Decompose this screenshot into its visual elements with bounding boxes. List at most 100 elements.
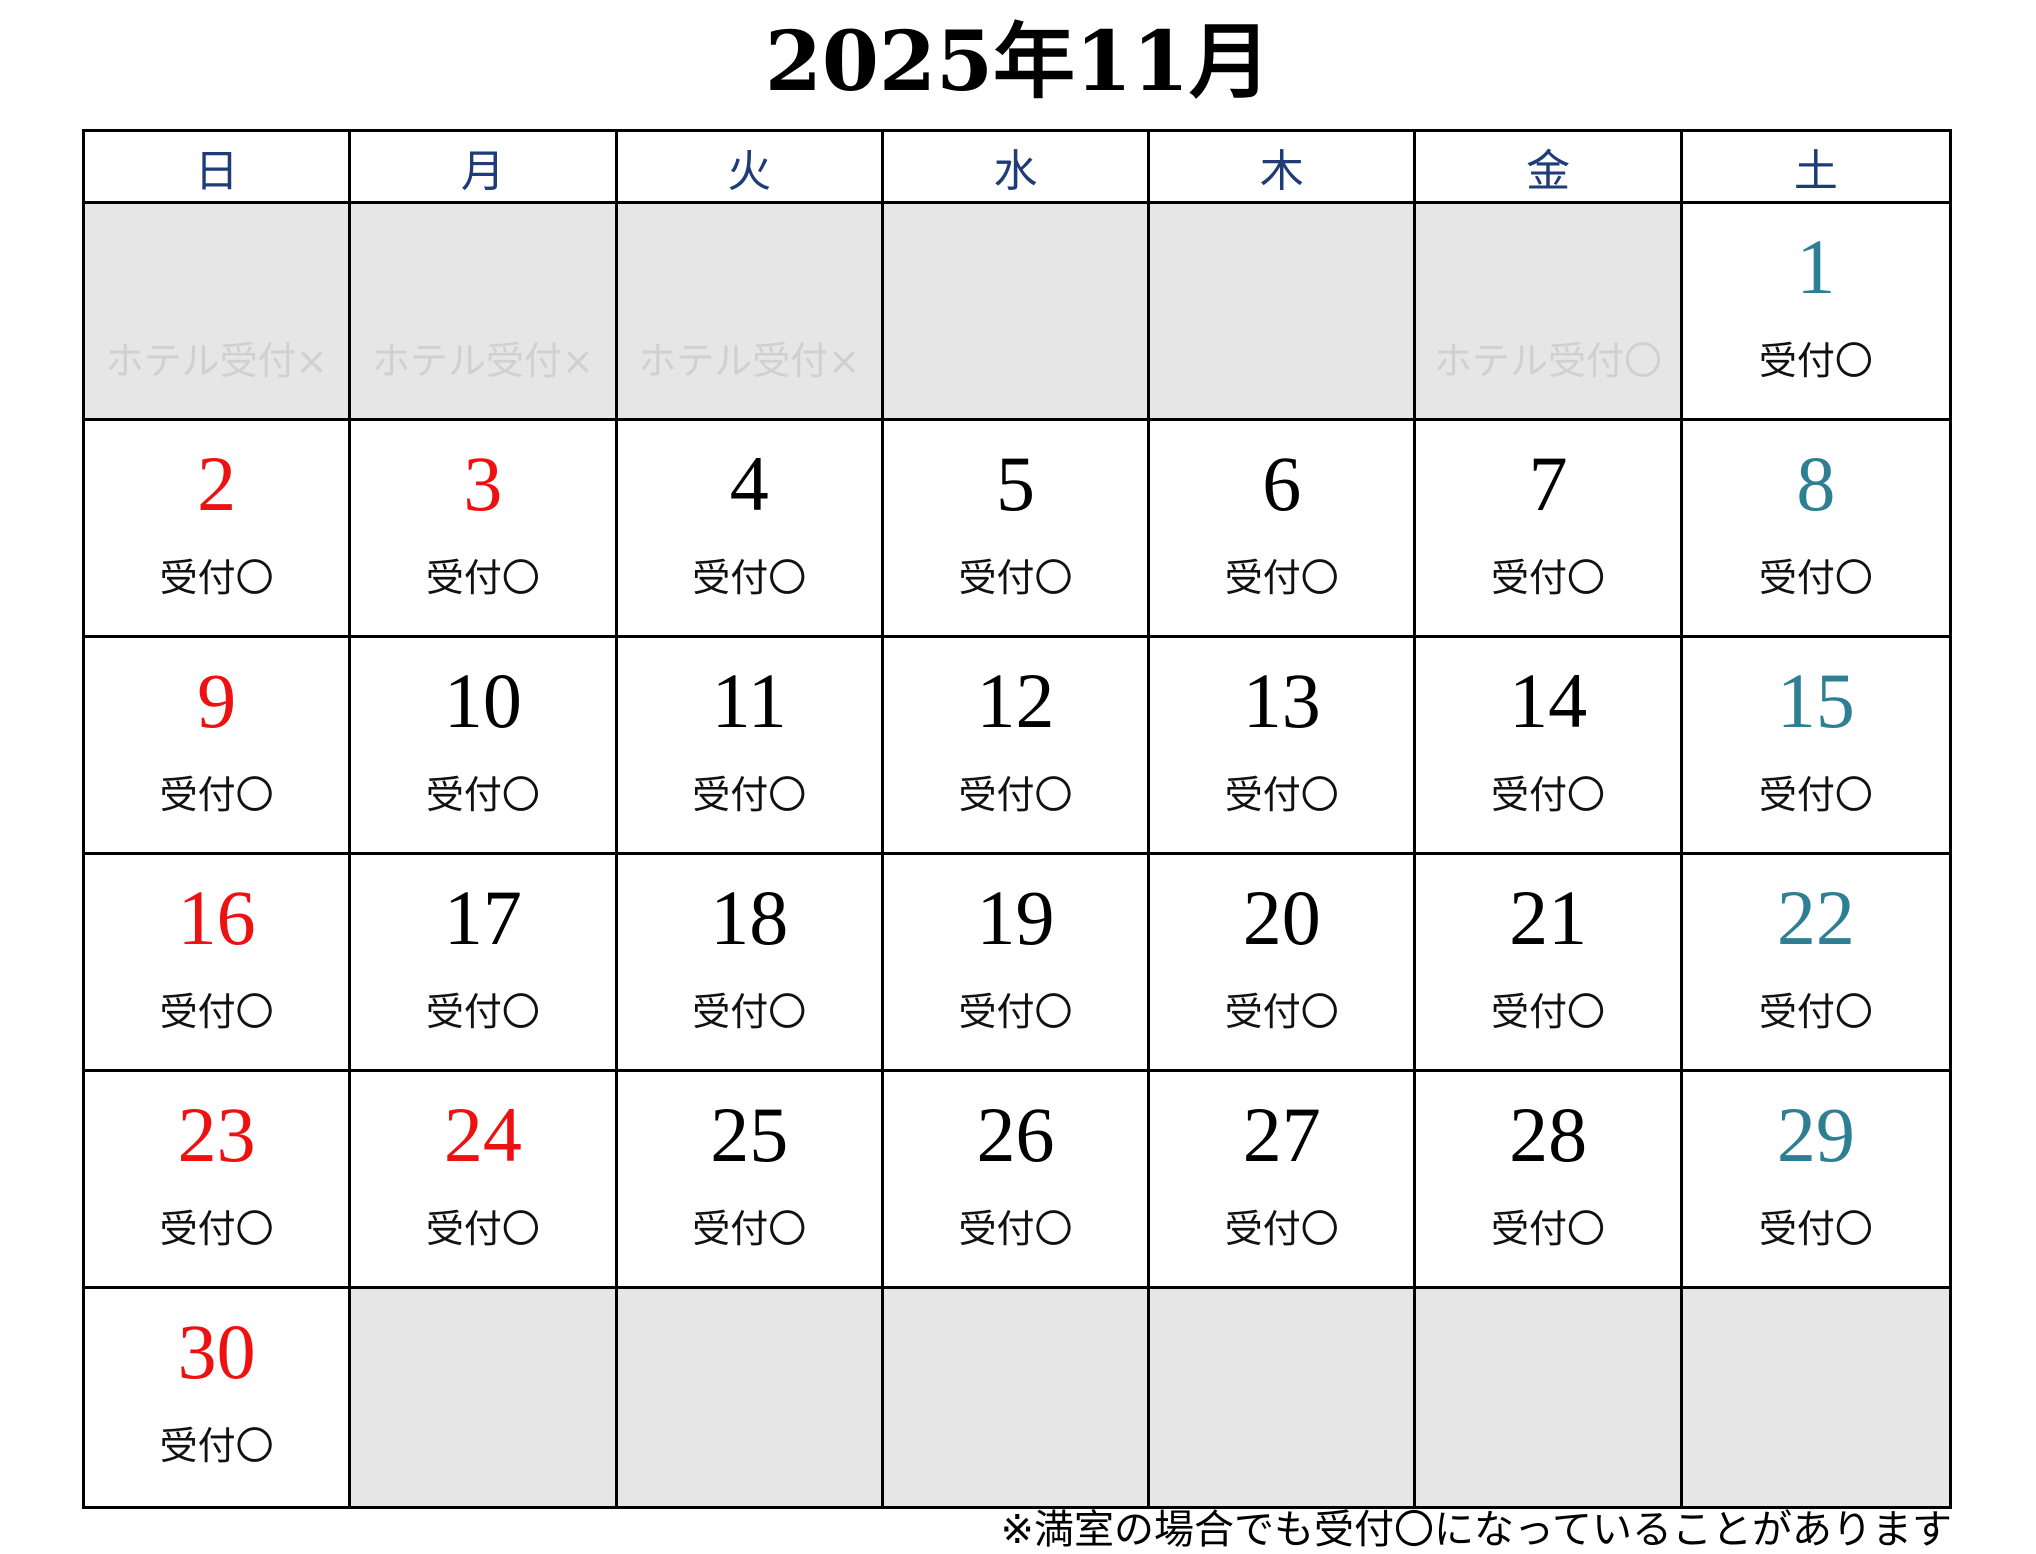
reception-status: 受付〇	[1224, 773, 1339, 817]
reception-status: 受付〇	[1758, 1207, 1873, 1251]
day-number: 14	[1509, 657, 1588, 744]
reception-status: 受付〇	[1224, 1207, 1339, 1251]
day-cell: 28 受付〇	[1416, 1072, 1683, 1289]
empty-day-cell	[1416, 1289, 1683, 1506]
day-cell: 5 受付〇	[883, 421, 1151, 638]
day-cell: 19 受付〇	[883, 855, 1151, 1072]
day-cell: 12 受付〇	[883, 638, 1151, 855]
day-cell: 10 受付〇	[351, 638, 618, 855]
reception-status: 受付〇	[159, 990, 274, 1034]
day-number: 7	[1528, 440, 1568, 527]
day-number: 8	[1796, 440, 1836, 527]
reception-status: 受付〇	[958, 773, 1073, 817]
reception-status: 受付〇	[692, 1207, 807, 1251]
weekday-header: 木	[1150, 132, 1417, 204]
day-cell: 1 受付〇	[1682, 204, 1949, 421]
reception-status: 受付〇	[958, 1207, 1073, 1251]
day-number: 13	[1242, 657, 1321, 744]
day-cell: 16 受付〇	[85, 855, 352, 1072]
day-number: 26	[976, 1091, 1055, 1178]
reception-status: 受付〇	[1224, 990, 1339, 1034]
day-cell: 6 受付〇	[1150, 421, 1417, 638]
hotel-reception-status: ホテル受付×	[638, 339, 861, 383]
weekday-header: 土	[1682, 132, 1949, 204]
reception-status: 受付〇	[1758, 339, 1873, 383]
empty-day-cell: ホテル受付×	[85, 204, 352, 421]
empty-day-cell	[617, 1289, 884, 1506]
reception-status: 受付〇	[159, 1207, 274, 1251]
reception-status: 受付〇	[1491, 773, 1606, 817]
reception-status: 受付〇	[1758, 773, 1873, 817]
day-cell: 14 受付〇	[1416, 638, 1683, 855]
day-cell: 29 受付〇	[1682, 1072, 1949, 1289]
reception-status: 受付〇	[692, 773, 807, 817]
day-cell: 22 受付〇	[1682, 855, 1949, 1072]
day-cell: 15 受付〇	[1682, 638, 1949, 855]
day-number: 29	[1776, 1091, 1855, 1178]
day-number: 16	[177, 874, 256, 961]
day-number: 18	[710, 874, 789, 961]
day-number: 19	[976, 874, 1055, 961]
day-number: 1	[1796, 223, 1836, 310]
day-number: 3	[463, 440, 503, 527]
reception-status: 受付〇	[1491, 990, 1606, 1034]
empty-day-cell	[1682, 1289, 1949, 1506]
weekday-header: 金	[1416, 132, 1683, 204]
empty-day-cell	[883, 204, 1151, 421]
reception-status: 受付〇	[1491, 1207, 1606, 1251]
reception-status: 受付〇	[1758, 990, 1873, 1034]
empty-day-cell	[351, 1289, 618, 1506]
day-number: 17	[443, 874, 522, 961]
weekday-header: 月	[351, 132, 618, 204]
empty-day-cell: ホテル受付×	[617, 204, 884, 421]
day-number: 5	[995, 440, 1035, 527]
day-number: 22	[1776, 874, 1855, 961]
weekday-header: 水	[883, 132, 1151, 204]
reception-status: 受付〇	[692, 556, 807, 600]
day-cell: 26 受付〇	[883, 1072, 1151, 1289]
reception-status: 受付〇	[958, 556, 1073, 600]
day-cell: 4 受付〇	[617, 421, 884, 638]
day-cell: 13 受付〇	[1150, 638, 1417, 855]
day-cell: 17 受付〇	[351, 855, 618, 1072]
day-number: 4	[729, 440, 769, 527]
empty-day-cell	[1150, 204, 1417, 421]
day-number: 27	[1242, 1091, 1321, 1178]
reception-status: 受付〇	[958, 990, 1073, 1034]
weekday-header: 火	[617, 132, 884, 204]
empty-day-cell	[1150, 1289, 1417, 1506]
calendar-title: 2025年11月	[764, 14, 1272, 110]
empty-day-cell: ホテル受付×	[351, 204, 618, 421]
day-number: 25	[710, 1091, 789, 1178]
reception-status: 受付〇	[1491, 556, 1606, 600]
reception-status: 受付〇	[692, 990, 807, 1034]
day-number: 24	[443, 1091, 522, 1178]
day-cell: 25 受付〇	[617, 1072, 884, 1289]
day-cell: 18 受付〇	[617, 855, 884, 1072]
day-cell: 27 受付〇	[1150, 1072, 1417, 1289]
day-number: 30	[177, 1308, 256, 1395]
day-number: 28	[1509, 1091, 1588, 1178]
day-number: 15	[1776, 657, 1855, 744]
day-number: 12	[976, 657, 1055, 744]
reception-status: 受付〇	[425, 556, 540, 600]
reception-status: 受付〇	[159, 556, 274, 600]
day-number: 6	[1262, 440, 1302, 527]
weekday-header: 日	[85, 132, 352, 204]
empty-day-cell	[883, 1289, 1151, 1506]
day-cell: 30 受付〇	[85, 1289, 352, 1506]
reception-status: 受付〇	[1224, 556, 1339, 600]
reception-status: 受付〇	[425, 773, 540, 817]
reception-status: 受付〇	[159, 1424, 274, 1468]
day-number: 10	[443, 657, 522, 744]
reception-status: 受付〇	[425, 990, 540, 1034]
footnote: ※満室の場合でも受付〇になっていることがあります	[1000, 1507, 1952, 1553]
